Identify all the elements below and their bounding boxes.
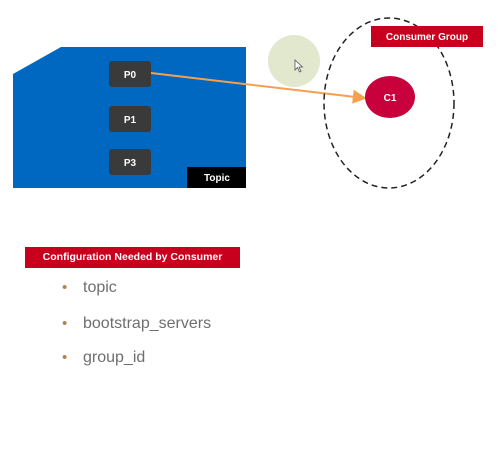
config-title-badge: Configuration Needed by Consumer [25,247,240,268]
partition-p1: P1 [109,106,151,132]
bullet-icon: • [62,349,68,366]
bullet-icon: • [62,315,68,332]
partition-p3-box [109,149,151,175]
partition-p0: P0 [109,61,151,87]
partition-p3: P3 [109,149,151,175]
cursor-highlight [268,35,320,87]
bullet-icon: • [62,279,68,296]
mouse-pointer-icon [294,59,304,73]
topic-label-box [187,167,246,188]
partition-p3-label: P3 [124,158,137,169]
partition-p0-label: P0 [124,70,137,81]
config-list: • topic • bootstrap_servers • group_id [62,276,211,382]
topic-label: Topic [204,173,230,184]
partition-p1-label: P1 [124,115,137,126]
config-item-label: group_id [83,349,146,366]
config-item-label: topic [83,279,117,296]
config-item-label: bootstrap_servers [83,315,212,332]
consumer-group-boundary [323,17,455,189]
partition-p0-box [109,61,151,87]
consumer-c1 [365,76,415,118]
partition-p1-box [109,106,151,132]
partition-consumer-connection [150,72,367,104]
config-item-bootstrap-servers: • bootstrap_servers [62,312,211,346]
consumer-c1-label: C1 [384,93,397,104]
config-item-group-id: • group_id [62,346,211,382]
consumer-group-label: Consumer Group [386,32,468,43]
consumer-group-badge [371,26,483,47]
config-item-topic: • topic [62,276,211,312]
